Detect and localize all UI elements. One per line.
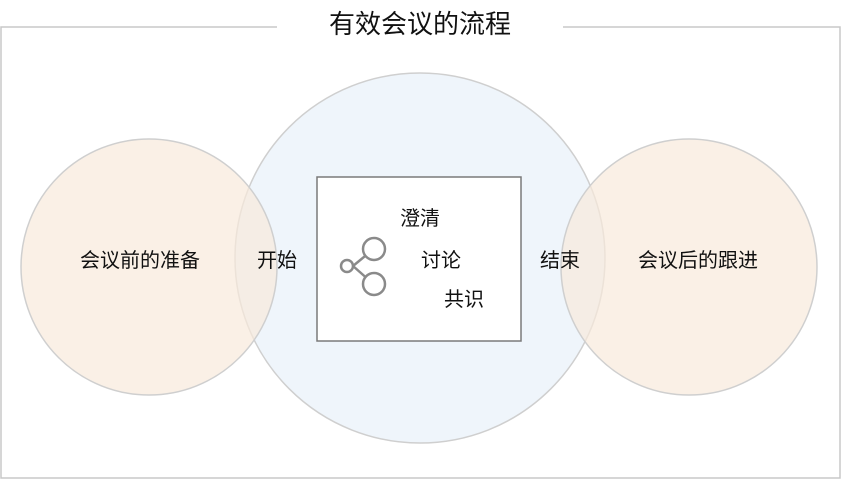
center-item-clarify: 澄清 [400, 206, 440, 230]
outer-frame [0, 26, 841, 479]
share-nodes-icon [339, 236, 387, 297]
stage-end-label: 结束 [540, 248, 580, 272]
center-item-consensus: 共识 [444, 287, 484, 311]
stage-start-label: 开始 [257, 248, 297, 272]
stage-after-label: 会议后的跟进 [638, 248, 758, 272]
stage-before-label: 会议前的准备 [80, 248, 200, 272]
center-item-discuss: 讨论 [421, 248, 461, 272]
right-circle-after [560, 138, 818, 396]
diagram-title: 有效会议的流程 [329, 10, 511, 40]
left-circle-before [20, 138, 278, 396]
center-box [316, 176, 522, 342]
